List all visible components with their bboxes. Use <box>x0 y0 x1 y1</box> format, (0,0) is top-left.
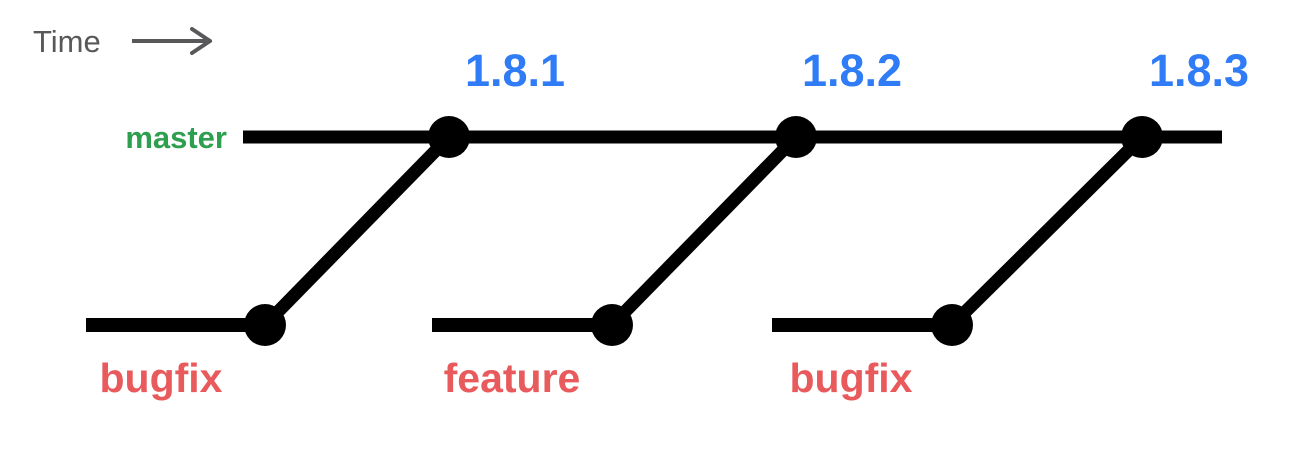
merge-line-1 <box>260 132 454 330</box>
merge-line-3 <box>947 132 1147 330</box>
time-arrow-icon <box>132 27 212 55</box>
merge-line-2 <box>607 132 801 330</box>
master-branch-label: master <box>125 120 227 155</box>
release-tag-1.8.3: 1.8.3 <box>1148 45 1250 96</box>
branch-label-feature: feature <box>443 355 581 401</box>
branch-commit-dot-2 <box>591 304 633 346</box>
release-commit-dot-2 <box>775 116 817 158</box>
release-commit-dot-3 <box>1121 116 1163 158</box>
branch-label-bugfix-2: bugfix <box>789 355 913 401</box>
branch-commit-dot-3 <box>931 304 973 346</box>
branch-label-bugfix-1: bugfix <box>99 355 223 401</box>
release-tag-1.8.1: 1.8.1 <box>464 45 566 96</box>
release-commit-dot-1 <box>428 116 470 158</box>
branch-commit-dot-1 <box>244 304 286 346</box>
release-tag-1.8.2: 1.8.2 <box>801 45 903 96</box>
time-axis-label: Time <box>33 24 101 59</box>
